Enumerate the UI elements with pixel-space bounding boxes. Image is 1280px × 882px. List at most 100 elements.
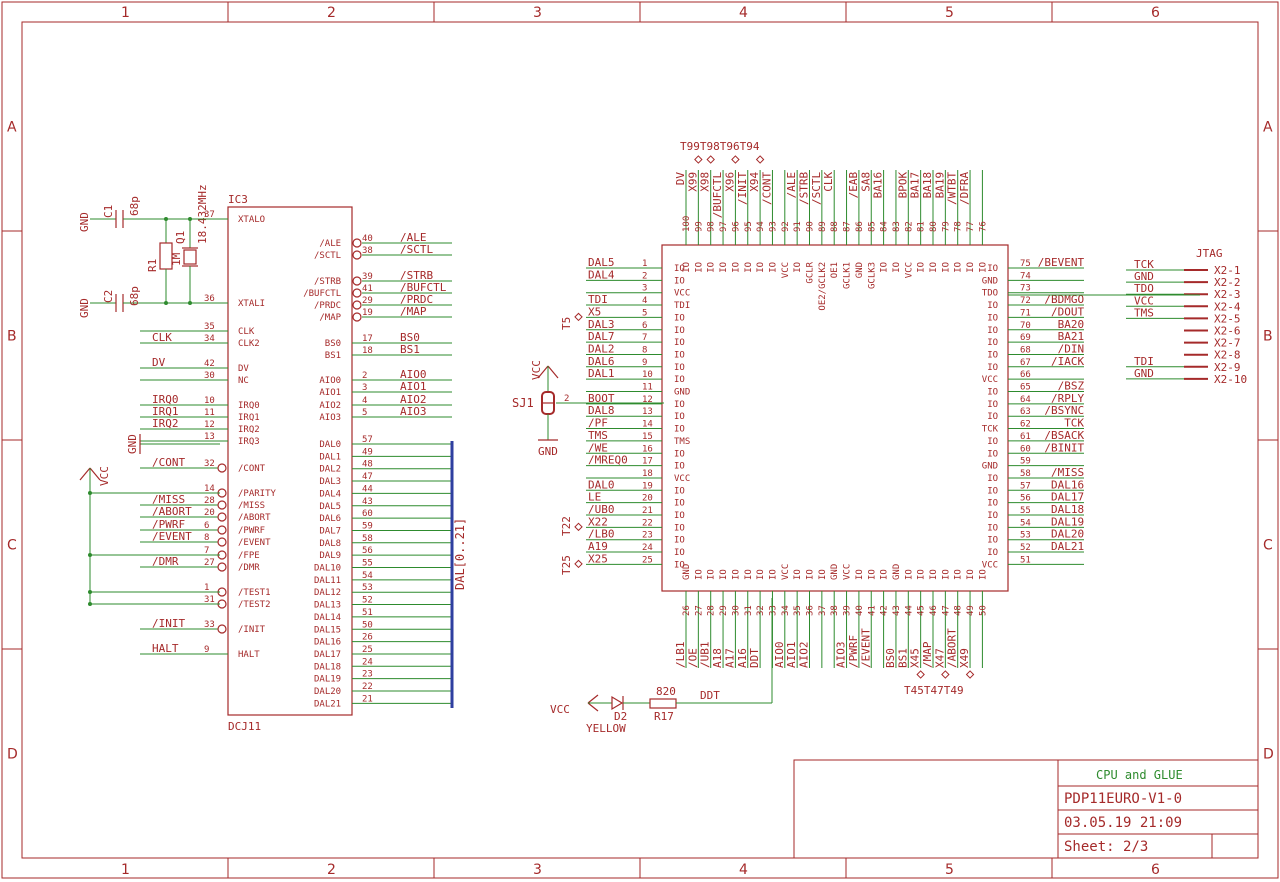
cpld-right-pin-label: IO	[987, 400, 998, 410]
cpld-bottom-pin-label: IO	[806, 569, 816, 580]
ic3-right-net: AIO2	[400, 393, 427, 406]
ic3-left-pin-number: 36	[204, 294, 215, 304]
cpld-left-pin-label: IO	[674, 462, 685, 472]
cpld-top-pin-label: GCLR	[806, 261, 816, 283]
cpld-right-pin-number: 67	[1020, 358, 1031, 368]
cpld-bottom-pin-number: 39	[843, 605, 853, 616]
jtag-pin-label: X2-4	[1214, 300, 1241, 313]
ic3-right-pin-number: 47	[362, 472, 373, 482]
title-sheet: Sheet: 2/3	[1064, 839, 1148, 855]
ic3-left-net: IRQ2	[152, 417, 179, 430]
dal-bus-label: DAL[0..21]	[453, 518, 467, 590]
cpld-top-pin-label: IO	[744, 262, 754, 273]
cpld-top-pin-number: 88	[830, 221, 840, 232]
cpld-right-net: /BSYNC	[1044, 404, 1084, 417]
cpld-right-net: DAL19	[1051, 515, 1084, 528]
grid-row-right: C	[1263, 538, 1273, 554]
cpld-bottom-net: BS1	[896, 648, 909, 668]
ic3-left-pin-label: XTALO	[238, 215, 265, 225]
cpld-top-pin-label: GCLK3	[867, 262, 877, 289]
cpld-right-pin-label: IO	[987, 523, 998, 533]
ic3-right-pin-label: DAL5	[319, 502, 341, 512]
ic3-right-pin-number: 26	[362, 633, 373, 643]
ic3-left-pin-label: /INIT	[238, 625, 266, 635]
cpld-bottom-pin-number: 28	[707, 605, 717, 616]
grid-row-left: B	[7, 329, 17, 345]
q1-value: 18.432MHz	[196, 184, 209, 244]
grid-row-right: A	[1263, 120, 1273, 136]
ic3-right-pin-number: 19	[362, 308, 373, 318]
cpld-top-pin-label: IO	[941, 262, 951, 273]
sj1-pin: 2	[564, 394, 569, 404]
ic3-left-pin-number: 13	[204, 432, 215, 442]
cpld-bottom-pin-label: IO	[731, 569, 741, 580]
ic3-left-pin-label: IRQ3	[238, 437, 260, 447]
ic3-left-pin-label: /FPE	[238, 551, 260, 561]
title-subtitle: CPU and GLUE	[1096, 768, 1183, 782]
cpld-left-net: /WE	[588, 441, 608, 454]
cpld-top-net: /EAB	[847, 172, 860, 199]
ic3-left-pin-label: /PWRF	[238, 526, 265, 536]
ic3-right-pin-number: 49	[362, 447, 373, 457]
gnd-label-c2: GND	[78, 298, 91, 318]
cpld-bottom-pin-number: 41	[867, 605, 877, 616]
cpld-right-pin-number: 63	[1020, 407, 1031, 417]
ic3-right-pin-label: DAL2	[319, 465, 341, 475]
cpld-top-pin-number: 89	[818, 221, 828, 232]
cpld-bottom-net: /EVENT	[859, 628, 872, 668]
r1-name: R1	[146, 259, 159, 272]
cpld-left-pin-label: IO	[674, 548, 685, 558]
cpld-right-pin-label: IO	[987, 449, 998, 459]
ic3-left-net: CLK	[152, 331, 172, 344]
ic3-right-pin-number: 3	[362, 383, 367, 393]
ic3-right-pin-label: DAL15	[314, 625, 341, 635]
cpld-right-pin-label: IO	[987, 363, 998, 373]
cpld-top-net: SA8	[859, 172, 872, 192]
ic3-left-pin-number: 10	[204, 396, 215, 406]
cpld-right-pin-label: IO	[987, 412, 998, 422]
cpld-left-pin-number: 13	[642, 407, 653, 417]
testpoint-t22: T22	[560, 516, 573, 536]
ic3-right-pin-number: 50	[362, 620, 373, 630]
jtag-pin-label: X2-1	[1214, 264, 1241, 277]
r17-value: 820	[656, 685, 676, 698]
cpld-bottom-pin-number: 26	[682, 605, 692, 616]
cpld-top-pin-label: IO	[694, 262, 704, 273]
ic3-right-pin-label: DAL6	[319, 514, 341, 524]
cpld-bottom-pin-number: 46	[929, 605, 939, 616]
grid-row-left: D	[7, 747, 18, 763]
cpld-top-net: DV	[674, 172, 687, 186]
ic3-left-pin-label: /CONT	[238, 464, 266, 474]
cpld-bottom-pin-number: 49	[966, 605, 976, 616]
cpld-right-net: TCK	[1064, 417, 1084, 430]
cpld-left-pin-label: GND	[674, 388, 690, 398]
cpld-right-net: /IACK	[1051, 355, 1084, 368]
cpld-bottom-net: A17	[723, 648, 736, 668]
cpld-right-pin-label: TCK	[982, 425, 999, 435]
cpld-bottom-pin-label: GND	[892, 564, 902, 580]
grid-col-bottom: 1	[121, 862, 130, 878]
cpld-left-pin-label: IO	[674, 486, 685, 496]
jtag-pin-label: X2-8	[1214, 349, 1241, 362]
oscillator-circuit: GND C1 68p GND C2 68p R1 1M Q1 18.432MHz	[78, 184, 228, 318]
cpld-bottom-net: /ABORT	[946, 628, 959, 668]
cpld-bottom-net: AIO3	[835, 642, 848, 669]
cpld-left-net: DAL4	[588, 268, 615, 281]
cpld-top-pin-number: 97	[719, 221, 729, 232]
cpld-top-net: X98	[699, 172, 712, 192]
cpld-top-pin-label: VCC	[781, 262, 791, 278]
jtag-net: GND	[1134, 367, 1154, 380]
ic3-right-net: BS0	[400, 331, 420, 344]
cpld-left-pin-number: 9	[642, 358, 647, 368]
cpld-top-pin-number: 98	[707, 221, 717, 232]
testpoint-t5: T5	[560, 317, 573, 330]
ic3-left-pin-number: 31	[204, 595, 215, 605]
ic3-right-pin-label: DAL16	[314, 638, 341, 648]
cpld-right-pin-label: IO	[987, 536, 998, 546]
cpld-bottom-pin-number: 44	[904, 605, 914, 616]
testpoints-top: T99T98T96T94	[680, 140, 760, 153]
cpld-left-pin-number: 15	[642, 432, 653, 442]
cpld-top-net: BA19	[933, 172, 946, 199]
ic3-left-pin-number: 20	[204, 508, 215, 518]
cpld-top-pin-number: 80	[929, 221, 939, 232]
